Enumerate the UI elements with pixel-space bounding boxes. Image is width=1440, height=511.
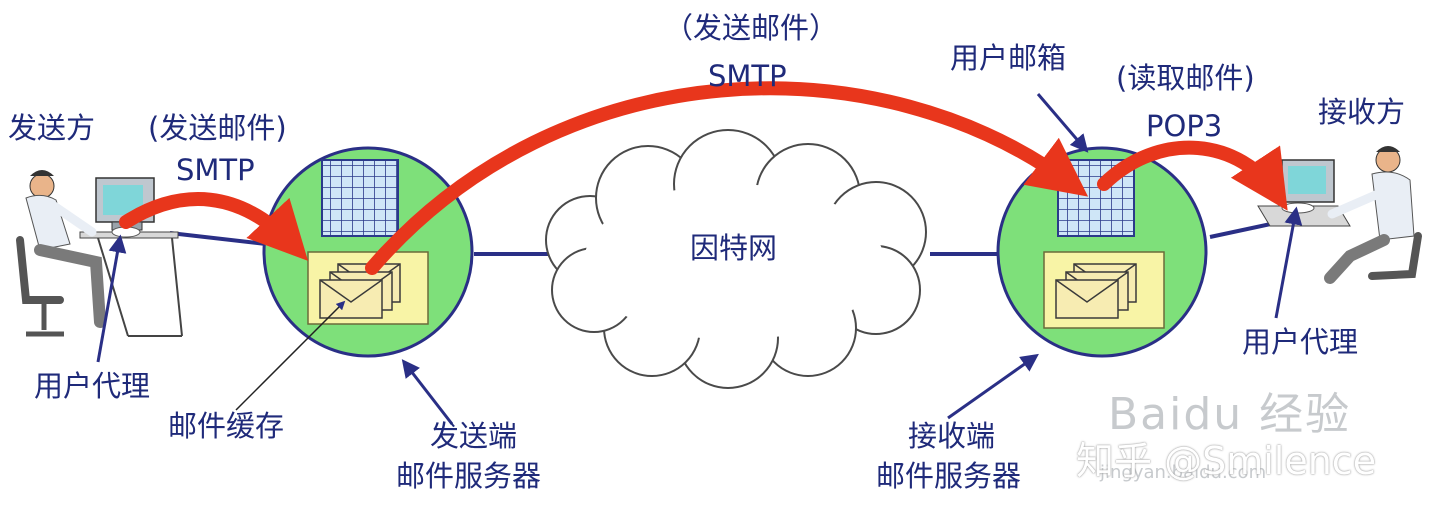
envelope-stack-icon [319,263,401,319]
smtp-left-label: SMTP [176,153,255,187]
smtp-arrow-sender-to-server [119,192,309,261]
read-mail-label: (读取邮件) [1116,61,1255,95]
zhihu-credit-watermark: 知乎 @Smilence [1076,439,1377,483]
sender-label: 发送方 [8,111,96,145]
sending-server-label-line1: 发送端 [430,419,518,453]
link-server-to-receiver [1209,220,1281,239]
baidu-url-watermark: jingyan.baidu.com [1100,462,1267,483]
sender-person-at-computer-icon [16,170,183,337]
user-mailbox-label: 用户邮箱 [950,41,1067,75]
pointer-user-agent-right [1274,206,1303,319]
mailbox-grid-icon [321,159,399,237]
receiver-label: 接收方 [1318,95,1406,129]
receiving-server-label-line1: 接收端 [908,419,996,453]
envelope-stack-icon [1055,263,1137,319]
internet-cloud-icon [545,129,927,389]
pointer-user-mailbox [1036,93,1089,153]
send-mail-left-label: (发送邮件) [148,111,287,145]
baidu-watermark: Baidu 经验 [1108,389,1352,440]
label-pointers [96,93,1303,425]
smtp-arrow-server-to-server [365,81,1089,275]
link-sender-to-server [169,231,267,246]
pointer-mail-cache [235,300,346,411]
pointer-sending-server [401,359,454,425]
mail-flow-arrows [119,81,1288,275]
user-agent-left-label: 用户代理 [34,369,151,403]
internet-label: 因特网 [690,231,778,265]
mail-storage-box [1043,251,1165,329]
pointer-user-agent-left [96,234,127,363]
pop3-label: POP3 [1146,109,1223,143]
mail-cache-label: 邮件缓存 [168,409,285,443]
smtp-top-label: SMTP [708,59,787,93]
send-mail-top-label: （发送邮件） [664,11,839,45]
mail-cache-box [307,251,429,325]
receiver-person-at-computer-icon [1257,146,1422,284]
sending-mail-server [262,146,474,358]
pointer-receiving-server [947,353,1039,420]
user-agent-right-label: 用户代理 [1242,325,1359,359]
receiving-server-label-line2: 邮件服务器 [876,459,1022,493]
receiving-mail-server [996,146,1208,358]
pop3-arrow-server-to-receiver [1097,140,1288,211]
sending-server-label-line2: 邮件服务器 [396,459,542,493]
